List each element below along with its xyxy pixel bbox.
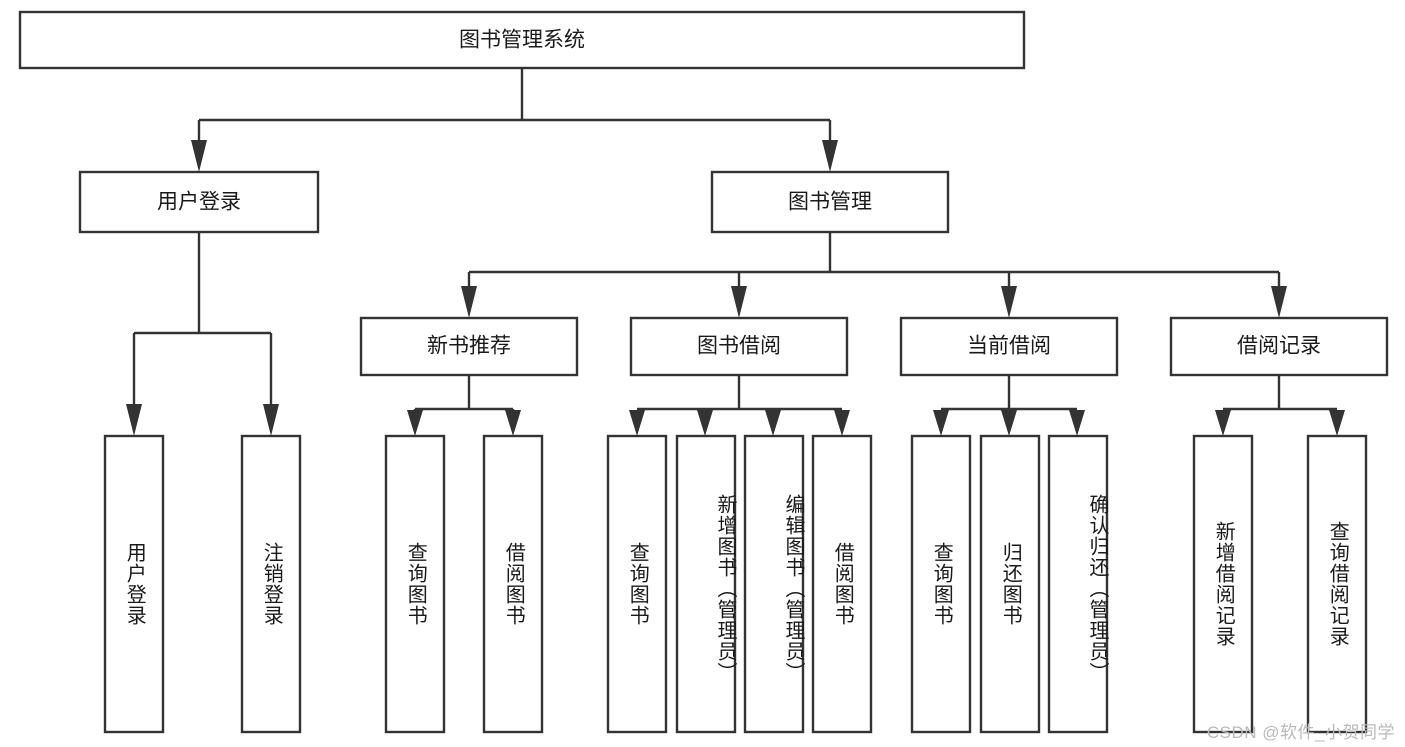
arrow-head-new-book-rec bbox=[461, 286, 477, 318]
node-leaf-query-book-2-box[interactable] bbox=[606, 434, 668, 734]
node-leaf-user-login-box[interactable] bbox=[103, 434, 165, 734]
node-new-book-rec-box[interactable] bbox=[359, 316, 579, 377]
node-root-box[interactable] bbox=[18, 10, 1026, 70]
arrow-head-leaf-user-login bbox=[126, 404, 142, 436]
node-leaf-edit-book-box[interactable] bbox=[743, 434, 805, 734]
node-leaf-query-book-3-box[interactable] bbox=[910, 434, 972, 734]
node-new-book-rec[interactable]: 新书推荐 bbox=[359, 316, 579, 377]
node-borrow-record-box[interactable] bbox=[1169, 316, 1389, 377]
node-leaf-add-record-box[interactable] bbox=[1192, 434, 1254, 734]
csdn-watermark: CSDN @软件_小贺同学 bbox=[1206, 723, 1395, 742]
arrow-head-leaf-return-book bbox=[1001, 410, 1017, 436]
arrow-head-leaf-borrow-book-2 bbox=[834, 410, 850, 436]
arrow-head-leaf-add-record bbox=[1215, 410, 1231, 436]
node-current-borrow-label: 当前借阅 bbox=[967, 335, 1051, 358]
arrow-head-leaf-query-record bbox=[1329, 410, 1345, 436]
connectors-group bbox=[126, 68, 1345, 436]
arrow-head-leaf-add-book bbox=[697, 410, 713, 436]
arrow-head-current-borrow bbox=[1001, 286, 1017, 318]
arrow-head-book-manage bbox=[822, 140, 838, 172]
node-leaf-confirm-return-box[interactable] bbox=[1047, 434, 1109, 734]
node-borrow-record[interactable]: 借阅记录 bbox=[1169, 316, 1389, 377]
node-user-login-label: 用户登录 bbox=[157, 191, 241, 214]
arrow-head-book-borrow bbox=[731, 286, 747, 318]
node-book-manage[interactable]: 图书管理 bbox=[710, 170, 950, 234]
node-leaf-query-book-1-box[interactable] bbox=[384, 434, 446, 734]
arrow-head-leaf-query-book-3 bbox=[933, 410, 949, 436]
node-book-borrow-box[interactable] bbox=[629, 316, 849, 377]
arrow-head-user-login bbox=[191, 140, 207, 172]
node-book-borrow[interactable]: 图书借阅 bbox=[629, 316, 849, 377]
node-new-book-rec-label: 新书推荐 bbox=[427, 335, 511, 358]
arrow-head-leaf-edit-book bbox=[765, 410, 781, 436]
node-leaf-return-book-box[interactable] bbox=[979, 434, 1041, 734]
arrow-head-borrow-record bbox=[1271, 286, 1287, 318]
node-borrow-record-label: 借阅记录 bbox=[1237, 335, 1321, 358]
node-book-borrow-label: 图书借阅 bbox=[697, 335, 781, 358]
node-root[interactable]: 图书管理系统 bbox=[18, 10, 1026, 70]
node-current-borrow-box[interactable] bbox=[899, 316, 1119, 377]
node-leaf-borrow-book-2-box[interactable] bbox=[811, 434, 873, 734]
node-user-login-box[interactable] bbox=[78, 170, 320, 234]
node-leaf-logout-box[interactable] bbox=[240, 434, 302, 734]
node-user-login[interactable]: 用户登录 bbox=[78, 170, 320, 234]
arrow-head-leaf-logout bbox=[263, 404, 279, 436]
node-current-borrow[interactable]: 当前借阅 bbox=[899, 316, 1119, 377]
leaf-boxes-group bbox=[103, 434, 1368, 734]
arrow-head-leaf-confirm-return bbox=[1069, 410, 1085, 436]
arrow-head-leaf-query-book-1 bbox=[407, 410, 423, 436]
node-leaf-query-record-box[interactable] bbox=[1306, 434, 1368, 734]
node-book-manage-label: 图书管理 bbox=[788, 191, 872, 214]
node-leaf-add-book-box[interactable] bbox=[675, 434, 737, 734]
arrow-head-leaf-query-book-2 bbox=[629, 410, 645, 436]
node-root-label: 图书管理系统 bbox=[459, 29, 585, 52]
node-leaf-borrow-book-1-box[interactable] bbox=[482, 434, 544, 734]
arrow-head-leaf-borrow-book-1 bbox=[505, 410, 521, 436]
node-book-manage-box[interactable] bbox=[710, 170, 950, 234]
